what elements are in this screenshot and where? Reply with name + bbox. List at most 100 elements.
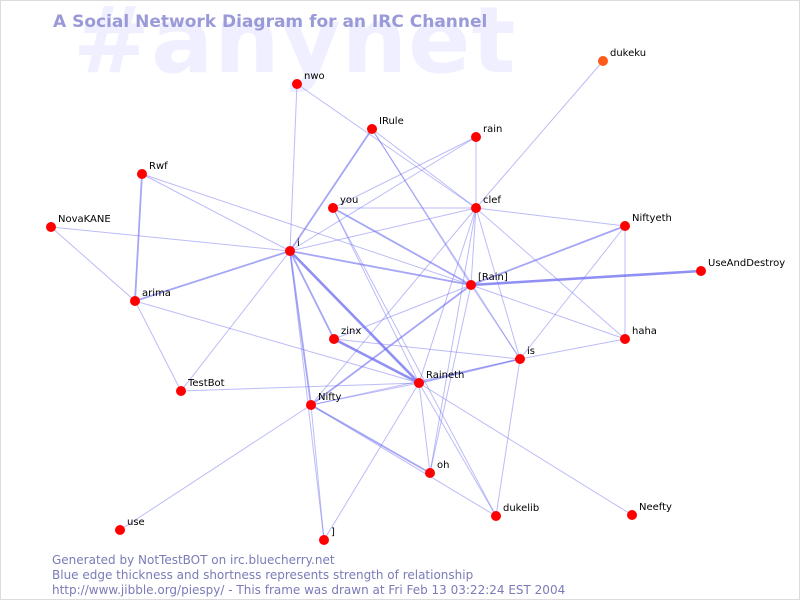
- node-dot: [466, 280, 476, 290]
- channel-watermark: #anynet: [73, 0, 517, 94]
- node-label: haha: [632, 326, 657, 337]
- node-label: Nifty: [318, 392, 342, 403]
- node-is: is: [515, 346, 535, 364]
- node-label: Neefty: [639, 502, 672, 513]
- edge-you-Raineth: [332, 207, 420, 384]
- node-dot: [425, 468, 435, 478]
- edge-Raineth-is: [418, 358, 521, 384]
- node-Neefty: Neefty: [627, 502, 672, 520]
- node-arima: arima: [130, 288, 171, 306]
- node-dot: [620, 221, 630, 231]
- edge-Raineth-dukelib: [418, 382, 497, 517]
- edge-nwo-clef: [296, 83, 477, 209]
- node-you: you: [328, 195, 358, 213]
- edge-Nifty-oh: [310, 404, 431, 474]
- edge-i-TestBot: [180, 250, 291, 392]
- edge-clef-Nifty: [310, 207, 477, 406]
- node-dot: [137, 169, 147, 179]
- edge-layer: [50, 60, 702, 541]
- node-label: TestBot: [187, 378, 225, 389]
- node-nwo: nwo: [292, 71, 325, 89]
- node-dukeku: dukeku: [598, 48, 646, 66]
- edge-Rain-haha: [470, 284, 626, 340]
- edge-IRule-Rain: [371, 128, 472, 286]
- node-Raineth: Raineth: [414, 370, 464, 388]
- edge-Rwf-i: [141, 173, 291, 252]
- edge-Raineth-Nifty: [310, 382, 420, 406]
- node-label: Raineth: [426, 370, 464, 381]
- edge-Raineth-Neefty: [418, 382, 633, 516]
- edge-Raineth-oh: [418, 382, 431, 474]
- edge-Nifty-dukelib: [310, 404, 497, 517]
- edge-i-zinx: [289, 250, 335, 340]
- edge-zinx-Raineth: [333, 337, 420, 385]
- edge-Rwf-arima: [134, 173, 143, 302]
- node-TestBot: TestBot: [176, 378, 225, 396]
- edge-NovaKANE-i: [50, 226, 291, 252]
- node-dot: [620, 334, 630, 344]
- edge-clef-Raineth: [418, 207, 477, 384]
- node-label: you: [340, 195, 358, 206]
- footer-url-timestamp: http://www.jibble.org/piespy/ - This fra…: [52, 583, 566, 597]
- edge-you-dukelib: [332, 207, 497, 517]
- node-label: ]: [331, 527, 335, 538]
- node-UseAndDestroy: UseAndDestroy: [696, 258, 785, 276]
- edge-Rain-zinx: [333, 284, 472, 340]
- node-Nifty: Nifty: [306, 392, 342, 410]
- node-NovaKANE: NovaKANE: [46, 214, 111, 232]
- diagram-title: A Social Network Diagram for an IRC Chan…: [53, 12, 488, 32]
- edge-clef-haha: [475, 207, 626, 340]
- node-clef: clef: [471, 195, 501, 213]
- node-dot: [491, 511, 501, 521]
- node-dot: [367, 124, 377, 134]
- footer: Generated by NotTestBOT on irc.bluecherr…: [52, 553, 565, 598]
- node-label: clef: [483, 195, 501, 206]
- edge-Rain-oh: [429, 284, 472, 474]
- edge-arima-Raineth: [134, 300, 420, 384]
- node-label: Rwf: [149, 161, 168, 172]
- edge-i-Raineth: [289, 250, 420, 384]
- edge-Rwf-Rain: [141, 173, 472, 286]
- node-label: use: [127, 517, 145, 528]
- node-dot: [130, 296, 140, 306]
- node-label: UseAndDestroy: [708, 258, 785, 269]
- node-dot: [285, 246, 295, 256]
- edge-clef-Rain: [470, 207, 477, 286]
- edge-clef-Niftyeth: [475, 207, 626, 227]
- node-rain: rain: [471, 124, 502, 142]
- edge-is-Niftyeth: [519, 225, 626, 360]
- node-dot: [471, 132, 481, 142]
- edge-Rain-Nifty: [310, 284, 472, 406]
- edge-i-Rain: [289, 250, 472, 286]
- node-label: Niftyeth: [632, 213, 672, 224]
- node-label: zinx: [341, 326, 361, 337]
- edge-IRule-i: [289, 128, 373, 252]
- edge-Raineth-J: [323, 382, 420, 541]
- node-dot: [598, 56, 608, 66]
- node-J: ]: [319, 527, 335, 545]
- node-Rwf: Rwf: [137, 161, 168, 179]
- node-IRule: IRule: [367, 116, 404, 134]
- edge-you-Rain: [332, 207, 472, 286]
- node-dot: [292, 79, 302, 89]
- edge-Nifty-J: [310, 404, 325, 541]
- node-dot: [46, 222, 56, 232]
- node-dot: [414, 378, 424, 388]
- node-zinx: zinx: [329, 326, 361, 344]
- footer-generated-by: Generated by NotTestBOT on irc.bluecherr…: [52, 553, 335, 567]
- edge-IRule-is: [371, 128, 521, 360]
- node-use: use: [115, 517, 145, 535]
- node-label: is: [527, 346, 535, 357]
- node-Niftyeth: Niftyeth: [620, 213, 672, 231]
- node-dot: [328, 203, 338, 213]
- node-label: dukelib: [503, 503, 539, 514]
- node-label: nwo: [304, 71, 325, 82]
- edge-Rain-Niftyeth: [470, 225, 626, 286]
- node-dot: [696, 266, 706, 276]
- node-label: IRule: [379, 116, 404, 127]
- node-dot: [306, 400, 316, 410]
- edge-NovaKANE-arima: [50, 226, 136, 302]
